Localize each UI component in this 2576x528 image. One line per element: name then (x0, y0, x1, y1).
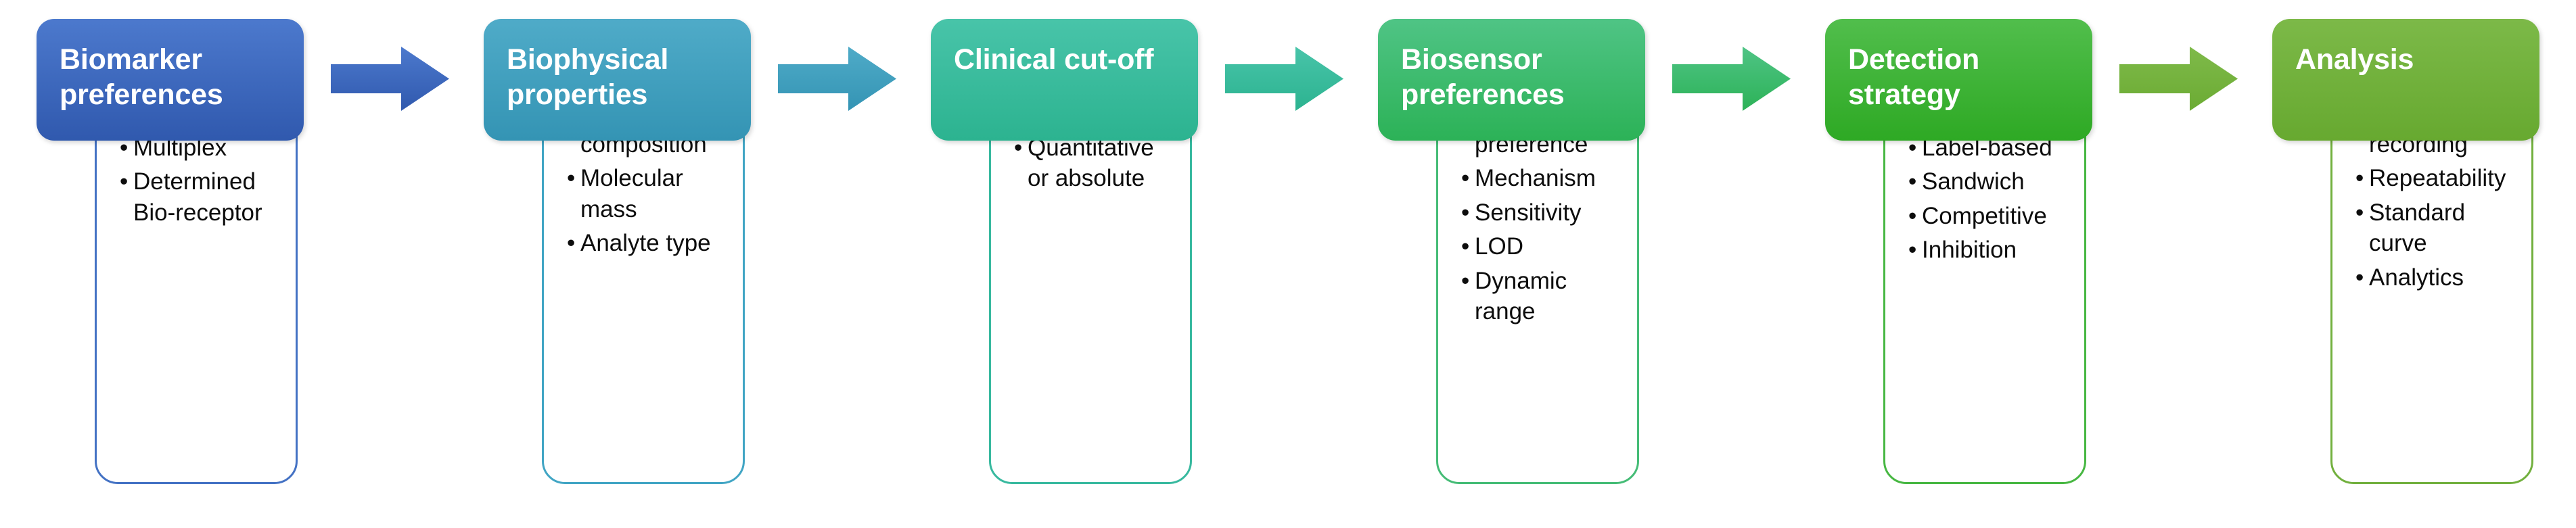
detail-card-biomarker-preferences[interactable]: SimplexMultiplexDetermined Bio-receptor (95, 78, 298, 484)
stage-header-clinical-cut-off[interactable]: Clinical cut-off (931, 19, 1198, 141)
arrow-2-right-block-arrow (778, 46, 896, 111)
list-item[interactable]: Sandwich (1908, 166, 2075, 197)
list-item[interactable]: Analytics (2355, 262, 2522, 293)
stage-title-analysis: Analysis (2295, 43, 2414, 76)
list-item[interactable]: Molecular mass (567, 163, 733, 224)
arrow-3-right-block-arrow (1225, 46, 1343, 111)
stage-header-detection-strategy[interactable]: Detection strategy (1825, 19, 2092, 141)
stage-header-analysis[interactable]: Analysis (2272, 19, 2539, 141)
list-item[interactable]: Inhibition (1908, 235, 2075, 266)
stage-title-biophysical-properties: Biophysical properties (507, 43, 669, 112)
arrow-4-right-block-arrow (1672, 46, 1791, 111)
stage-header-biomarker-preferences[interactable]: Biomarker preferences (37, 19, 304, 141)
stage-title-detection-strategy: Detection strategy (1848, 43, 1980, 112)
stage-title-biomarker-preferences: Biomarker preferences (60, 43, 223, 112)
list-item[interactable]: Sensitivity (1461, 197, 1628, 229)
list-item[interactable]: Analyte type (567, 228, 733, 259)
list-item[interactable]: Repeatability (2355, 163, 2522, 194)
list-item[interactable]: Dynamic range (1461, 266, 1628, 327)
stage-title-biosensor-preferences: Biosensor preferences (1401, 43, 1565, 112)
stage-header-biosensor-preferences[interactable]: Biosensor preferences (1378, 19, 1645, 141)
list-item[interactable]: Mechanism (1461, 163, 1628, 194)
arrow-1-right-block-arrow (331, 46, 449, 111)
list-item[interactable]: Competitive (1908, 201, 2075, 232)
stage-header-biophysical-properties[interactable]: Biophysical properties (484, 19, 751, 141)
list-item[interactable]: Determined Bio-receptor (120, 166, 286, 228)
arrow-5-right-block-arrow (2119, 46, 2238, 111)
detail-card-biosensor-preferences[interactable]: Platform preferenceMechanismSensitivityL… (1436, 78, 1639, 484)
list-item[interactable]: Quantitative or absolute (1014, 133, 1180, 194)
list-item[interactable]: LOD (1461, 231, 1628, 262)
stage-title-clinical-cut-off: Clinical cut-off (954, 43, 1154, 76)
list-item[interactable]: Standard curve (2355, 197, 2522, 259)
